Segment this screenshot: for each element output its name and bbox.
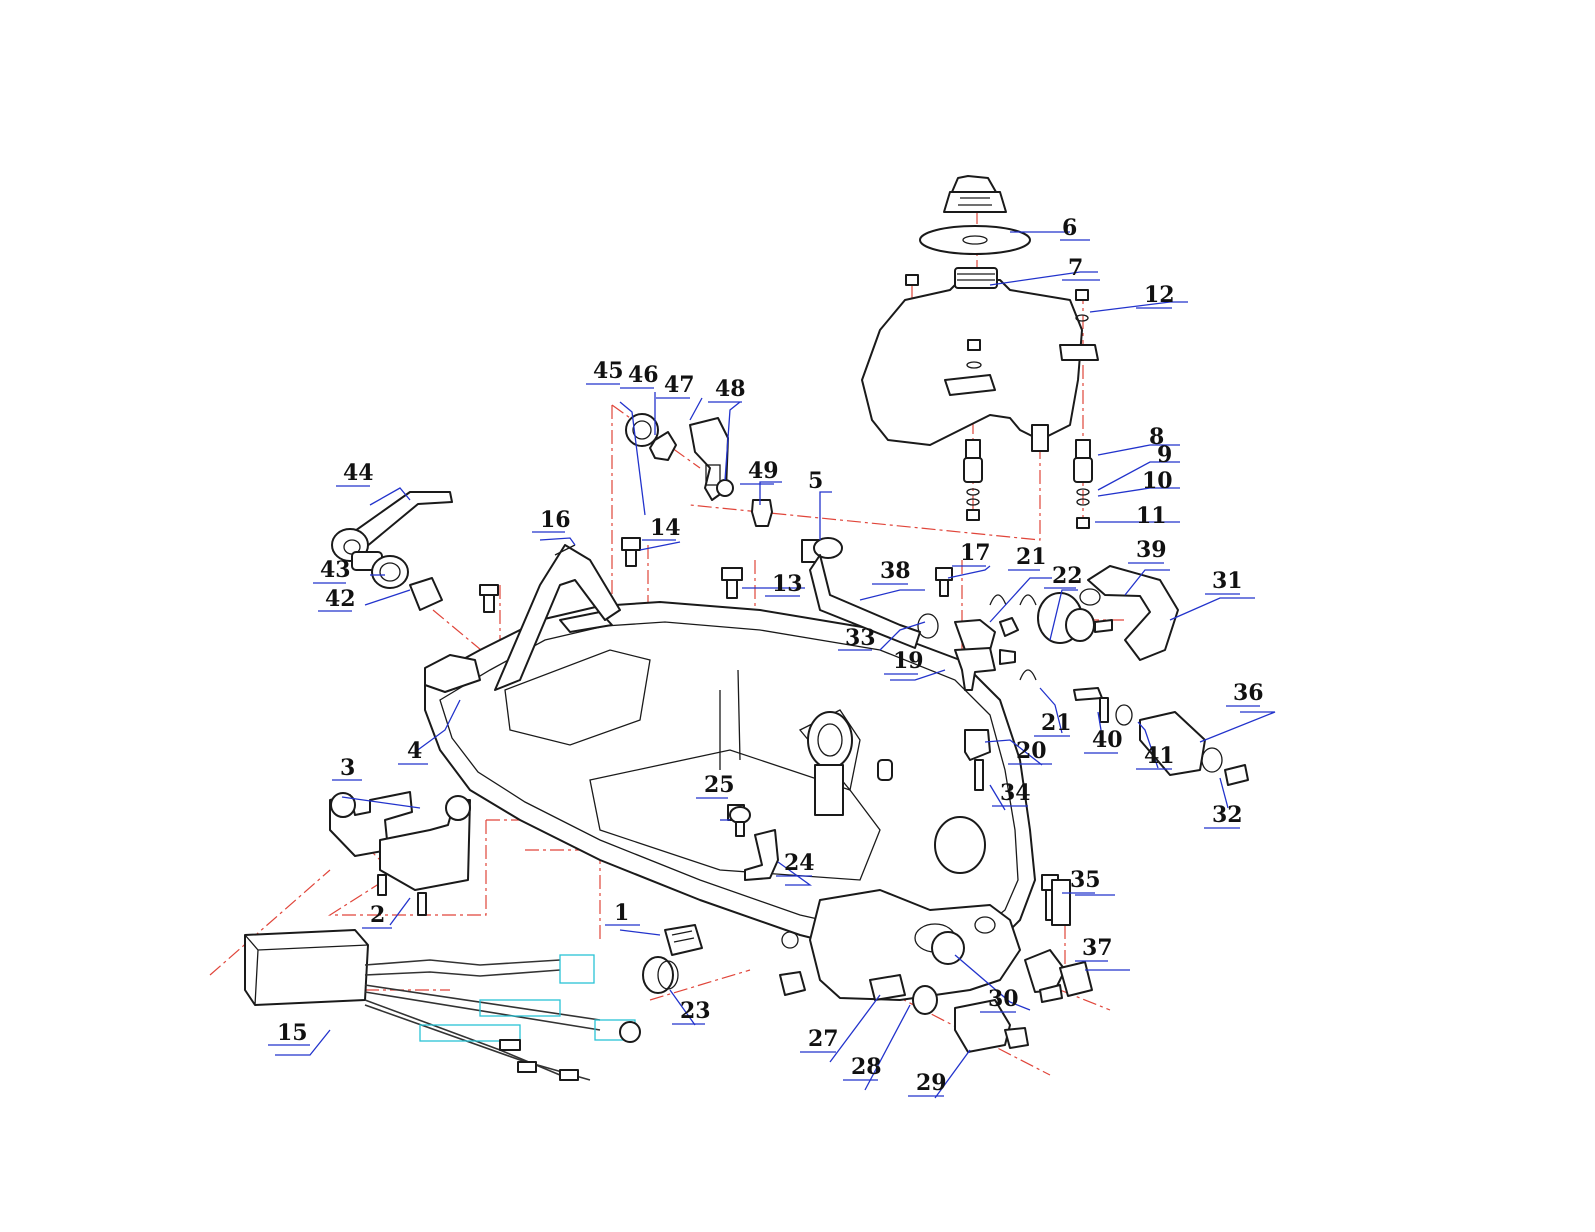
callout-35: 35: [1070, 867, 1101, 893]
callout-5: 5: [808, 468, 823, 494]
callout-38: 38: [880, 558, 911, 584]
callout-labels: 1 2 3 4 5 6 7 8 9 10 11 12 13 14 15 16 1…: [277, 215, 1264, 1096]
callout-17: 17: [960, 540, 991, 566]
callout-45: 45: [593, 358, 624, 384]
callout-13: 13: [772, 571, 803, 597]
callout-14: 14: [650, 515, 681, 541]
callout-12: 12: [1144, 282, 1175, 308]
callout-6: 6: [1062, 215, 1077, 241]
tank-mount-hardware: [905, 274, 1093, 529]
mount-brackets: [329, 791, 471, 916]
callout-9: 9: [1157, 442, 1172, 468]
callout-16: 16: [540, 507, 571, 533]
callout-22: 22: [1052, 563, 1083, 589]
callout-48: 48: [715, 376, 746, 402]
callout-25: 25: [704, 772, 735, 798]
wiring-harness: [364, 954, 641, 1081]
callout-10: 10: [1142, 468, 1173, 494]
callout-36: 36: [1233, 680, 1264, 706]
lever-bushings: [371, 555, 443, 611]
callout-21b: 21: [1041, 710, 1072, 736]
fuel-cap-gasket: [919, 225, 1031, 255]
callout-3: 3: [340, 755, 355, 781]
callout-29: 29: [916, 1070, 947, 1096]
callout-41: 41: [1144, 743, 1175, 769]
callout-37: 37: [1082, 935, 1113, 961]
callout-33: 33: [845, 625, 876, 651]
callout-44: 44: [343, 460, 374, 486]
callout-34: 34: [1000, 780, 1031, 806]
fuel-tank: [861, 267, 1099, 452]
callout-43: 43: [320, 557, 351, 583]
callout-40: 40: [1092, 727, 1123, 753]
fuel-lines: [801, 537, 1249, 786]
callout-20: 20: [1016, 738, 1047, 764]
fuel-filter-fittings: [964, 729, 1093, 1003]
leader-lines: [275, 231, 1276, 1099]
callout-8: 8: [1149, 424, 1164, 450]
callout-7: 7: [1068, 255, 1083, 281]
callout-28: 28: [851, 1054, 882, 1080]
callout-23: 23: [680, 998, 711, 1024]
callout-30: 30: [988, 986, 1019, 1012]
small-parts: [642, 806, 779, 994]
callout-27: 27: [808, 1026, 839, 1052]
throttle-lever-assembly: [625, 413, 773, 527]
handle-bracket: [494, 544, 621, 691]
fuel-cap: [943, 175, 1007, 213]
callout-47: 47: [664, 372, 695, 398]
callout-32: 32: [1212, 802, 1243, 828]
callout-19: 19: [893, 648, 924, 674]
callout-49: 49: [748, 458, 779, 484]
callout-underlines: [268, 239, 1260, 1097]
callout-24: 24: [784, 850, 815, 876]
ignition-module: [244, 929, 369, 1006]
callout-1: 1: [614, 900, 629, 926]
callout-4: 4: [407, 738, 422, 764]
callout-31: 31: [1212, 568, 1243, 594]
callout-39: 39: [1136, 537, 1167, 563]
callout-11: 11: [1136, 503, 1167, 529]
callout-15: 15: [277, 1020, 308, 1046]
shift-lever: [331, 491, 453, 571]
callout-46: 46: [628, 362, 659, 388]
callout-21a: 21: [1016, 544, 1047, 570]
callout-42: 42: [325, 586, 356, 612]
bottom-cowl: [424, 601, 1036, 1001]
callout-2: 2: [370, 902, 385, 928]
